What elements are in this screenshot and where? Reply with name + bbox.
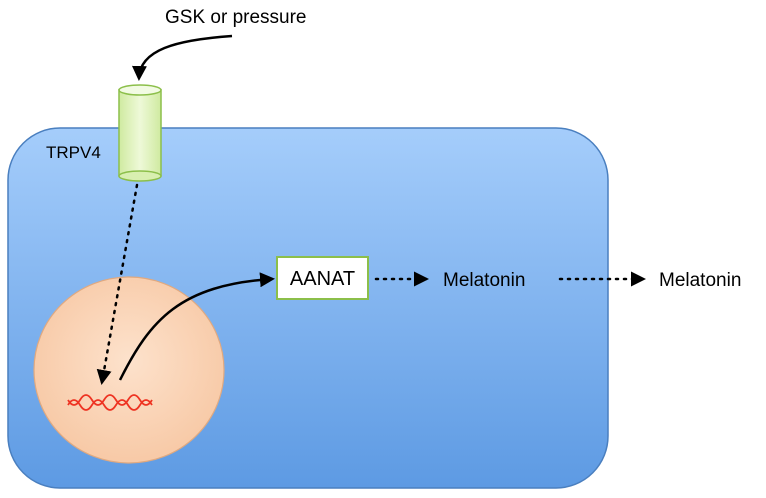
stimulus-label: GSK or pressure: [165, 7, 307, 28]
expression-arrow: [118, 272, 275, 381]
channel-label: TRPV4: [46, 143, 101, 162]
stimulus-arrow: [131, 34, 233, 81]
nucleus: [33, 276, 225, 464]
enzyme-label: AANAT: [290, 268, 355, 290]
trpv4-channel-icon: [118, 84, 162, 182]
melatonin-secreted-label: Melatonin: [659, 270, 741, 291]
dna-helix-icon: [67, 394, 153, 411]
enzyme-box: [276, 256, 369, 300]
melatonin-intracellular-label: Melatonin: [443, 270, 525, 291]
signal-dotted-arrow: [96, 183, 139, 385]
